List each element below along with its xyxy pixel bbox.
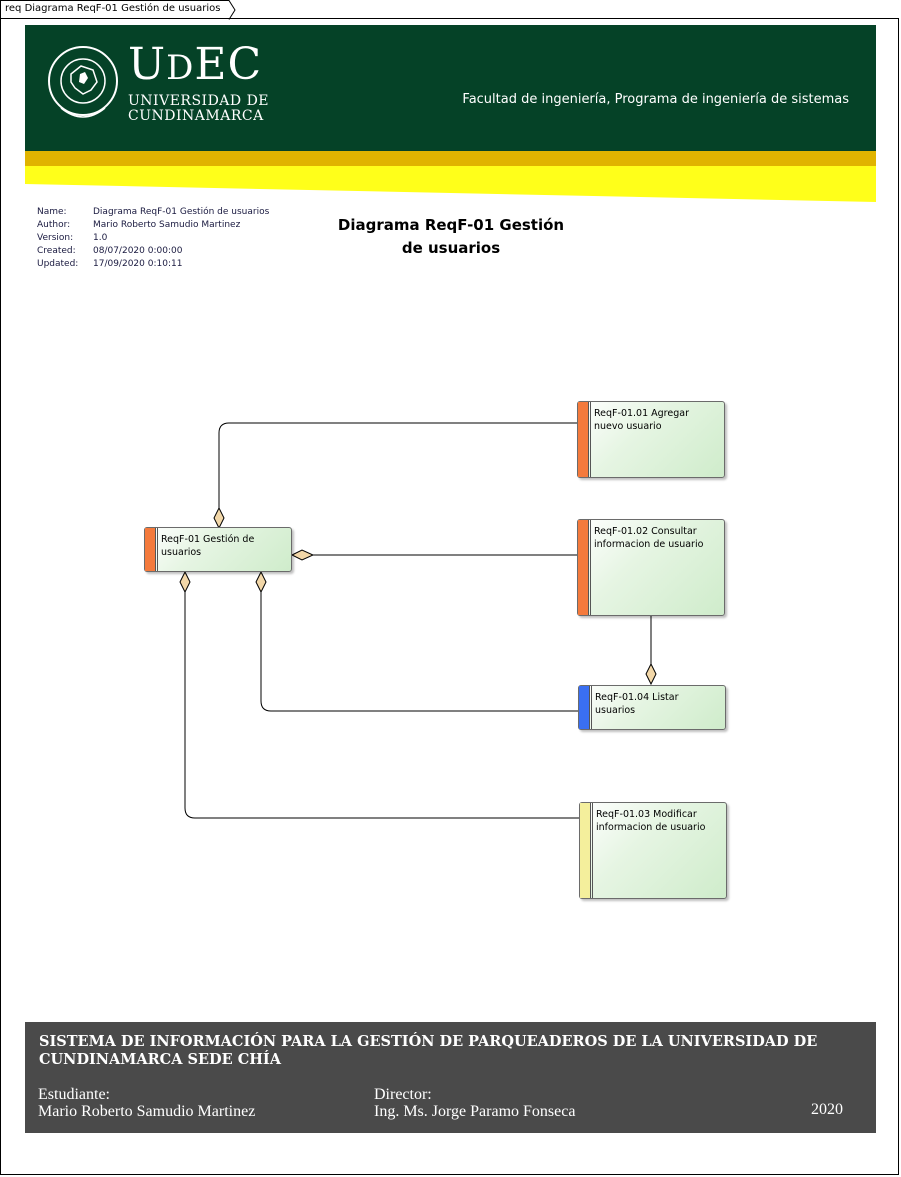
meta-updated-value: 17/09/2020 0:10:11 [93,259,183,269]
req-node-reqf-01[interactable]: ReqF-01 Gestión de usuarios [144,527,292,572]
udec-logo: UDEC [128,39,263,90]
req-bar-divider [592,803,593,898]
aggregation-diamond-0102 [290,549,315,561]
tab-label: req Diagrama ReqF-01 Gestión de usuarios [5,3,221,14]
connector-0103[interactable] [184,592,580,819]
connector-0101[interactable] [218,422,578,508]
req-color-bar [579,686,590,729]
req-bar-divider [590,520,591,615]
req-node-reqf-01-02[interactable]: ReqF-01.02 Consultar informacion de usua… [577,519,725,616]
diagram-frame [0,18,899,1175]
meta-updated-key: Updated: [37,259,79,269]
director-label: Director: [374,1086,432,1103]
gold-stripe [25,151,876,167]
req-color-bar [145,528,156,571]
req-node-reqf-01-03[interactable]: ReqF-01.03 Modificar informacion de usua… [579,802,727,899]
meta-version-key: Version: [37,233,74,243]
req-node-reqf-01-04[interactable]: ReqF-01.04 Listar usuarios [578,685,726,730]
university-seal-icon [48,46,118,118]
req-color-bar [578,520,589,615]
req-color-bar [580,803,591,898]
req-bar-divider [157,528,158,571]
diagram-title-line1: Diagrama ReqF-01 Gestión [337,216,565,234]
meta-created-key: Created: [37,246,76,256]
university-name-line1: UNIVERSIDAD DE [128,93,270,109]
meta-author-value: Mario Roberto Samudio Martinez [93,220,241,230]
meta-name-key: Name: [37,207,67,217]
aggregation-diamond-0103 [179,570,191,594]
req-label: ReqF-01 Gestión de usuarios [161,534,255,558]
req-color-bar [578,402,589,477]
student-label: Estudiante: [38,1086,110,1103]
req-bar-divider [591,686,592,729]
meta-version-value: 1.0 [93,233,108,243]
aggregation-diamond-0104-0102 [645,662,657,686]
faculty-text: Facultad de ingeniería, Programa de inge… [462,92,849,107]
aggregation-diamond-0101 [213,506,225,530]
req-label: ReqF-01.02 Consultar informacion de usua… [594,526,704,550]
tab-outline [0,0,236,20]
aggregation-diamond-0104 [255,570,267,594]
director-name: Ing. Ms. Jorge Paramo Fonseca [374,1103,576,1120]
meta-name-value: Diagrama ReqF-01 Gestión de usuarios [93,207,270,217]
student-name: Mario Roberto Samudio Martinez [38,1103,256,1120]
header-banner: UDEC UNIVERSIDAD DE CUNDINAMARCA Faculta… [25,25,876,152]
university-name: UNIVERSIDAD DE CUNDINAMARCA [128,94,269,124]
meta-author-key: Author: [37,220,71,230]
diagram-metadata: Name: Diagrama ReqF-01 Gestión de usuario… [37,206,269,271]
meta-created-value: 08/07/2020 0:00:00 [93,246,183,256]
req-label: ReqF-01.03 Modificar informacion de usua… [596,809,706,833]
req-label: ReqF-01.01 Agregar nuevo usuario [594,408,689,432]
req-bar-divider [590,402,591,477]
footer-year: 2020 [811,1101,843,1118]
yellow-stripe [25,166,876,202]
project-title: SISTEMA DE INFORMACIÓN PARA LA GESTIÓN D… [39,1033,818,1068]
footer-panel: SISTEMA DE INFORMACIÓN PARA LA GESTIÓN D… [25,1022,876,1133]
req-label: ReqF-01.04 Listar usuarios [595,692,679,716]
req-node-reqf-01-01[interactable]: ReqF-01.01 Agregar nuevo usuario [577,401,725,478]
diagram-title-line2: de usuarios [401,239,501,257]
diagram-title: Diagrama ReqF-01 Gestión de usuarios [330,214,572,260]
university-name-line2: CUNDINAMARCA [128,108,264,124]
connector-0104[interactable] [260,592,579,712]
